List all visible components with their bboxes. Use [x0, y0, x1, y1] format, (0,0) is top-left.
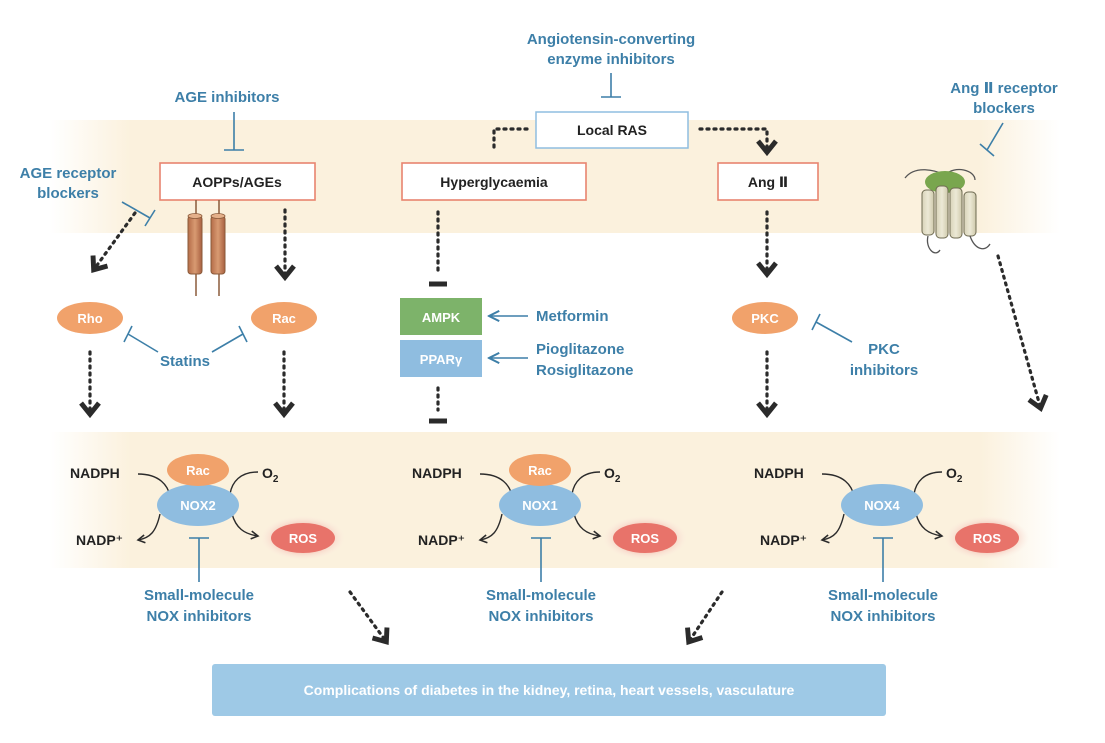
nox1-rac-node — [509, 454, 571, 486]
rho-label: Rho — [77, 311, 102, 326]
nox1-inhibitor-label-1: Small-molecule — [486, 587, 596, 604]
local-ras-box — [535, 111, 689, 149]
nox4-inhibitor-label-1: Small-molecule — [828, 587, 938, 604]
nox2-o2-label: O2 — [262, 465, 279, 485]
nox4-o2-label: O2 — [946, 465, 963, 485]
nox2-ros-node — [271, 523, 335, 553]
nox2-nadp-label: NADP⁺ — [76, 532, 123, 548]
rac-node — [251, 302, 317, 334]
age-receptor-blockers-label-2: blockers — [37, 185, 99, 202]
nox1-rac-label: Rac — [528, 463, 552, 478]
nox1-inhibitor-label-2: NOX inhibitors — [489, 608, 594, 625]
ang2-box — [717, 162, 819, 201]
age-receptor-blockers-label-1: AGE receptor — [20, 165, 117, 182]
nox1-o2-label: O2 — [604, 465, 621, 485]
pioglitazone-label: Pioglitazone — [536, 341, 624, 358]
nox4-nadph-label: NADPH — [754, 465, 804, 481]
ace-inhibitors-label-1: Angiotensin-converting — [527, 31, 695, 48]
ppar-label: PPARγ — [420, 352, 463, 367]
ang2-receptor-blockers-label-1: Ang Ⅱ receptor — [950, 80, 1058, 97]
ang2-receptor-blockers-label-2: blockers — [973, 100, 1035, 117]
nox4-ros-label: ROS — [973, 531, 1002, 546]
nox4-ros-curve — [915, 513, 944, 540]
nox1-ros-node — [613, 523, 677, 553]
nox1-nadp-curve — [478, 513, 503, 544]
ang2-receptor-inhibition-symbol — [979, 122, 1004, 157]
metformin-label: Metformin — [536, 308, 609, 325]
nox2-rac-label: Rac — [186, 463, 210, 478]
ampk-label: AMPK — [422, 310, 461, 325]
nox4-label: NOX4 — [864, 498, 900, 513]
aopps-to-rho-dots — [90, 211, 137, 274]
nox1-complex: NADPH NADP⁺ NOX1 Rac O2 ROS Small-molecu… — [412, 454, 687, 625]
nox2-rac-node — [167, 454, 229, 486]
pkc-inhibitors-label-2: inhibitors — [850, 362, 918, 379]
nox2-complex: NADPH NADP⁺ NOX2 Rac O2 ROS Small-molecu… — [70, 454, 345, 625]
nox4-nadp-label: NADP⁺ — [760, 532, 807, 548]
aopps-label: AOPPs/AGEs — [192, 174, 282, 190]
nox4-complex: NADPH NADP⁺ NOX4 O2 ROS Small-molecule N… — [754, 465, 1029, 625]
ang2-label: Ang Ⅱ — [748, 174, 788, 190]
age-inhibitors-label: AGE inhibitors — [175, 89, 280, 106]
nox2-o2-curve — [229, 471, 259, 495]
pkc-node — [732, 302, 798, 334]
nox2-ros-label: ROS — [289, 531, 318, 546]
nox2-nadp-curve — [136, 513, 161, 544]
nox1-o2-curve — [571, 471, 601, 495]
ace-inhibition-symbol — [601, 73, 621, 98]
pkc-inhibitors-label-1: PKC — [868, 341, 900, 358]
nox4-nadp-curve — [820, 513, 845, 544]
statins-label: Statins — [160, 353, 210, 370]
ppar-box — [400, 340, 482, 377]
at1-receptor-icon — [904, 168, 991, 254]
nox-to-complications-dots-right — [685, 590, 724, 646]
statins-inhibition-symbols — [123, 325, 248, 353]
nox4-ros-node — [955, 523, 1019, 553]
nox1-enzyme — [499, 484, 581, 526]
rage-receptor-icon — [187, 200, 226, 296]
ras-to-ang2-dots — [698, 127, 778, 157]
nox2-nadph-label: NADPH — [70, 465, 120, 481]
nox1-ros-curve — [573, 513, 602, 540]
nox4-enzyme — [841, 484, 923, 526]
nox2-ros-curve — [231, 513, 260, 540]
nox2-enzyme — [157, 484, 239, 526]
age-receptor-inhibition-symbol — [121, 201, 156, 227]
nox1-nadph-label: NADPH — [412, 465, 462, 481]
hyperglycaemia-box — [401, 162, 587, 201]
rosiglitazone-label: Rosiglitazone — [536, 362, 634, 379]
complications-label: Complications of diabetes in the kidney,… — [304, 682, 795, 698]
age-inhibition-symbol — [224, 112, 244, 151]
nox2-label: NOX2 — [180, 498, 215, 513]
nox4-o2-curve — [913, 471, 943, 495]
aopps-box — [159, 162, 316, 201]
receptor-to-nox4-dots — [996, 254, 1049, 412]
ace-inhibitors-label-2: enzyme inhibitors — [547, 51, 675, 68]
hyperglycaemia-label: Hyperglycaemia — [440, 174, 548, 190]
nox1-ros-label: ROS — [631, 531, 660, 546]
nox1-label: NOX1 — [522, 498, 557, 513]
pkc-label: PKC — [751, 311, 779, 326]
nox2-inhibitor-label-2: NOX inhibitors — [147, 608, 252, 625]
pkc-inhibition-symbol — [811, 313, 853, 343]
nox1-nadp-label: NADP⁺ — [418, 532, 465, 548]
nox4-inhibitor-label-2: NOX inhibitors — [831, 608, 936, 625]
nox-to-complications-dots-left — [348, 590, 390, 645]
nox2-inhibitor-label-1: Small-molecule — [144, 587, 254, 604]
complications-bar — [212, 664, 886, 716]
rac-label: Rac — [272, 311, 296, 326]
rho-node — [57, 302, 123, 334]
local-ras-label: Local RAS — [577, 122, 647, 138]
ampk-box — [400, 298, 482, 335]
